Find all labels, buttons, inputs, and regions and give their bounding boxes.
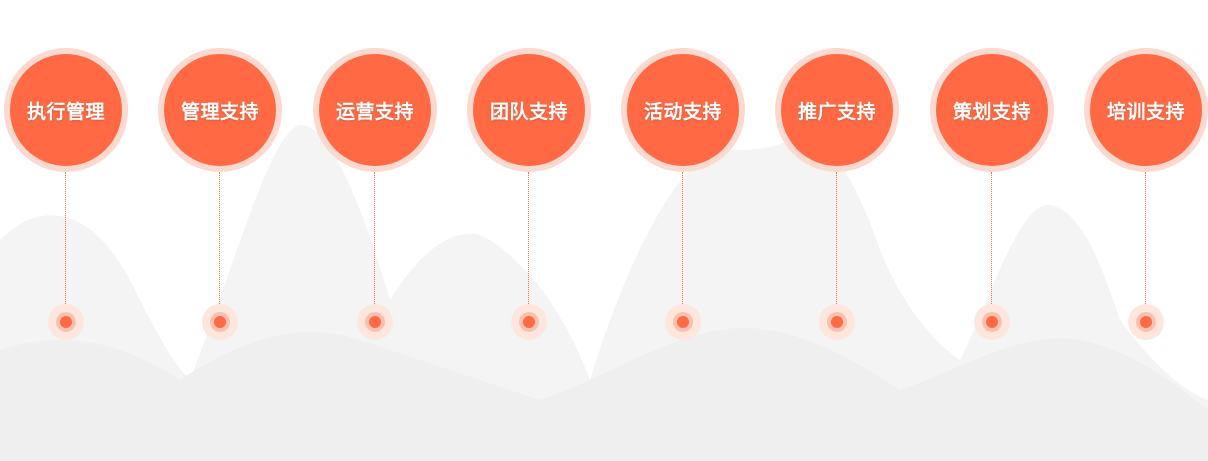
dotted-connector-line: [991, 172, 992, 312]
target-dot-ring: [827, 312, 847, 332]
step-label: 活动支持: [627, 54, 739, 166]
target-dot-ring: [365, 312, 385, 332]
step-item: 管理支持: [158, 48, 282, 348]
step-label: 策划支持: [936, 54, 1048, 166]
target-dot-icon: [1128, 304, 1164, 340]
target-dot-core: [523, 316, 535, 328]
target-dot-icon: [665, 304, 701, 340]
dotted-connector-line: [219, 172, 220, 312]
step-circle: 推广支持: [775, 48, 899, 172]
target-dot-core: [831, 316, 843, 328]
step-circle: 活动支持: [621, 48, 745, 172]
target-dot-core: [214, 316, 226, 328]
target-dot-icon: [48, 304, 84, 340]
target-dot-icon: [819, 304, 855, 340]
dotted-connector-line: [528, 172, 529, 312]
step-circle: 执行管理: [4, 48, 128, 172]
target-dot-core: [369, 316, 381, 328]
step-circle: 管理支持: [158, 48, 282, 172]
target-dot-core: [986, 316, 998, 328]
step-item: 推广支持: [775, 48, 899, 348]
target-dot-core: [60, 316, 72, 328]
target-dot-icon: [511, 304, 547, 340]
dotted-connector-line: [65, 172, 66, 312]
step-item: 执行管理: [4, 48, 128, 348]
step-label: 培训支持: [1090, 54, 1202, 166]
step-label: 推广支持: [781, 54, 893, 166]
target-dot-core: [677, 316, 689, 328]
dotted-connector-line: [682, 172, 683, 312]
target-dot-ring: [1136, 312, 1156, 332]
target-dot-icon: [974, 304, 1010, 340]
target-dot-ring: [519, 312, 539, 332]
target-dot-ring: [210, 312, 230, 332]
step-item: 团队支持: [467, 48, 591, 348]
step-label: 团队支持: [473, 54, 585, 166]
step-label: 执行管理: [10, 54, 122, 166]
target-dot-core: [1140, 316, 1152, 328]
step-circle: 团队支持: [467, 48, 591, 172]
step-circle: 运营支持: [313, 48, 437, 172]
dotted-connector-line: [836, 172, 837, 312]
dotted-connector-line: [1145, 172, 1146, 312]
dotted-connector-line: [374, 172, 375, 312]
step-item: 活动支持: [621, 48, 745, 348]
step-item: 策划支持: [930, 48, 1054, 348]
target-dot-ring: [56, 312, 76, 332]
step-circle: 策划支持: [930, 48, 1054, 172]
step-item: 运营支持: [313, 48, 437, 348]
target-dot-ring: [673, 312, 693, 332]
step-circle: 培训支持: [1084, 48, 1208, 172]
target-dot-icon: [357, 304, 393, 340]
step-label: 管理支持: [164, 54, 276, 166]
target-dot-ring: [982, 312, 1002, 332]
step-label: 运营支持: [319, 54, 431, 166]
target-dot-icon: [202, 304, 238, 340]
step-item: 培训支持: [1084, 48, 1208, 348]
